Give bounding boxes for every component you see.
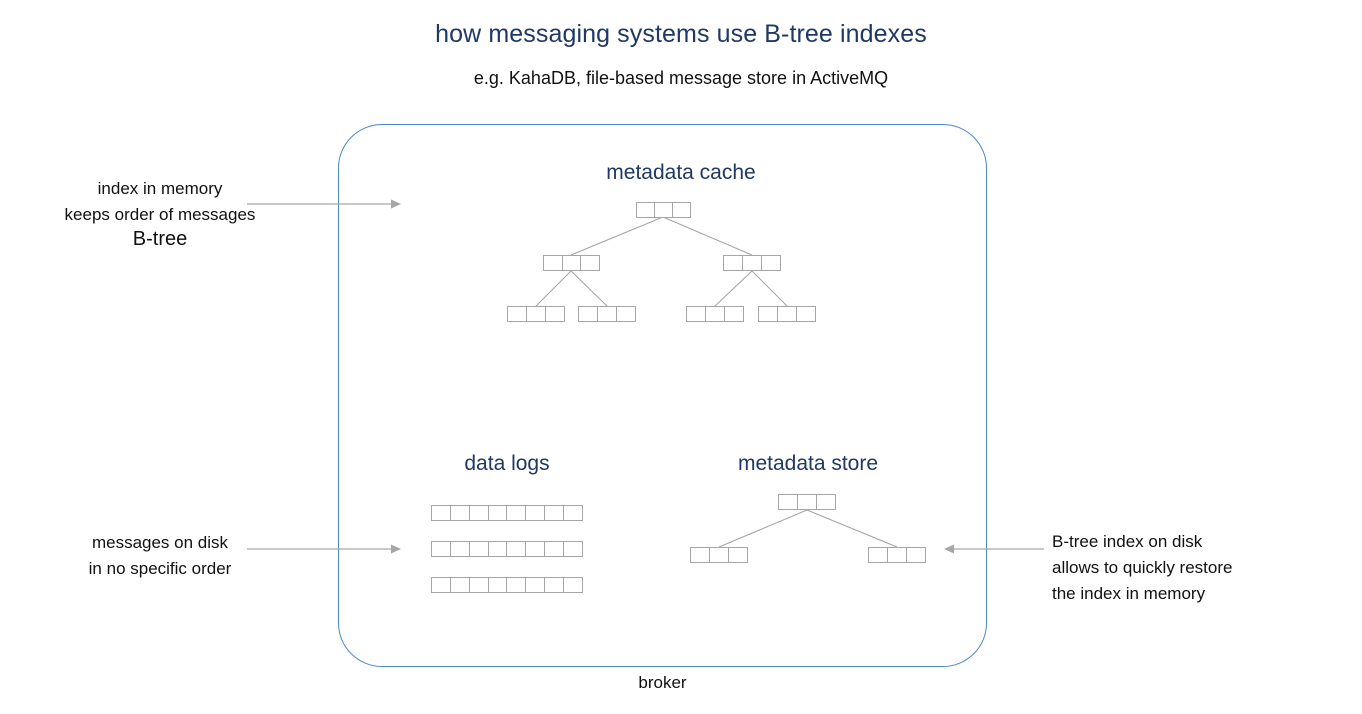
store-cell [727, 547, 749, 563]
store-root-node [778, 494, 837, 510]
btree-cell [795, 306, 817, 322]
btree-leaf-node [507, 306, 566, 322]
btree-cell [507, 306, 528, 322]
annotation-btree-label: B-tree [132, 228, 188, 250]
data-log-cell [562, 505, 584, 521]
store-cell [868, 547, 889, 563]
data-log-cell [506, 541, 527, 557]
data-log-cell [525, 577, 546, 593]
data-log-cell [468, 577, 489, 593]
btree-cell [704, 306, 726, 322]
data-log-cell [449, 541, 470, 557]
data-log-cell [449, 577, 470, 593]
data-log-cell [468, 541, 489, 557]
btree-cell [741, 255, 763, 271]
data-log-row [431, 577, 584, 593]
btree-cell [525, 306, 547, 322]
btree-cell [653, 202, 674, 218]
data-log-row [431, 541, 584, 557]
data-log-cell [525, 505, 546, 521]
store-cell [815, 494, 837, 510]
data-log-cell [506, 577, 527, 593]
data-log-cell [487, 541, 508, 557]
btree-cell [636, 202, 656, 218]
data-log-cell [562, 541, 584, 557]
metadata-store-title: metadata store [737, 452, 879, 475]
annotation-messages-on-disk: messages on disk in no specific order [88, 533, 232, 578]
store-cell [905, 547, 927, 563]
data-log-cell [431, 541, 452, 557]
btree-cell [596, 306, 618, 322]
btree-leaf-node [578, 306, 637, 322]
btree-cell [758, 306, 779, 322]
btree-cell [723, 306, 745, 322]
btree-cell [686, 306, 707, 322]
store-cell [778, 494, 799, 510]
store-cell [886, 547, 908, 563]
data-log-cell [544, 577, 565, 593]
btree-cell [723, 255, 744, 271]
btree-internal-node-right [723, 255, 782, 271]
data-log-cell [544, 505, 565, 521]
btree-cell [776, 306, 798, 322]
data-log-cell [544, 541, 565, 557]
store-cell [690, 547, 711, 563]
metadata-cache-title: metadata cache [606, 161, 756, 184]
data-log-cell [431, 577, 452, 593]
btree-cell [544, 306, 566, 322]
data-log-row [431, 505, 584, 521]
btree-internal-node-left [543, 255, 600, 271]
data-log-cell [449, 505, 470, 521]
data-logs-title: data logs [464, 452, 550, 475]
btree-leaf-node [758, 306, 817, 322]
data-log-cell [468, 505, 489, 521]
store-cell [708, 547, 730, 563]
data-log-cell [431, 505, 452, 521]
btree-cell [578, 306, 599, 322]
data-log-cell [506, 505, 527, 521]
page-title: how messaging systems use B-tree indexes [435, 20, 927, 48]
btree-cell [760, 255, 782, 271]
store-leaf-node [868, 547, 927, 563]
annotation-btree-index-on-disk: B-tree index on disk allows to quickly r… [1052, 532, 1233, 603]
btree-root-node [636, 202, 692, 218]
store-leaf-node [690, 547, 749, 563]
data-log-cell [562, 577, 584, 593]
data-log-cell [487, 577, 508, 593]
btree-cell [543, 255, 563, 271]
btree-cell [580, 255, 600, 271]
broker-container [338, 124, 987, 667]
data-log-cell [525, 541, 546, 557]
btree-cell [615, 306, 637, 322]
btree-cell [561, 255, 582, 271]
data-log-cell [487, 505, 508, 521]
btree-cell [671, 202, 692, 218]
store-cell [796, 494, 818, 510]
annotation-index-in-memory: index in memory keeps order of messages [64, 179, 256, 224]
broker-label: broker [638, 673, 687, 692]
page-subtitle: e.g. KahaDB, file-based message store in… [473, 68, 889, 88]
btree-leaf-node [686, 306, 745, 322]
